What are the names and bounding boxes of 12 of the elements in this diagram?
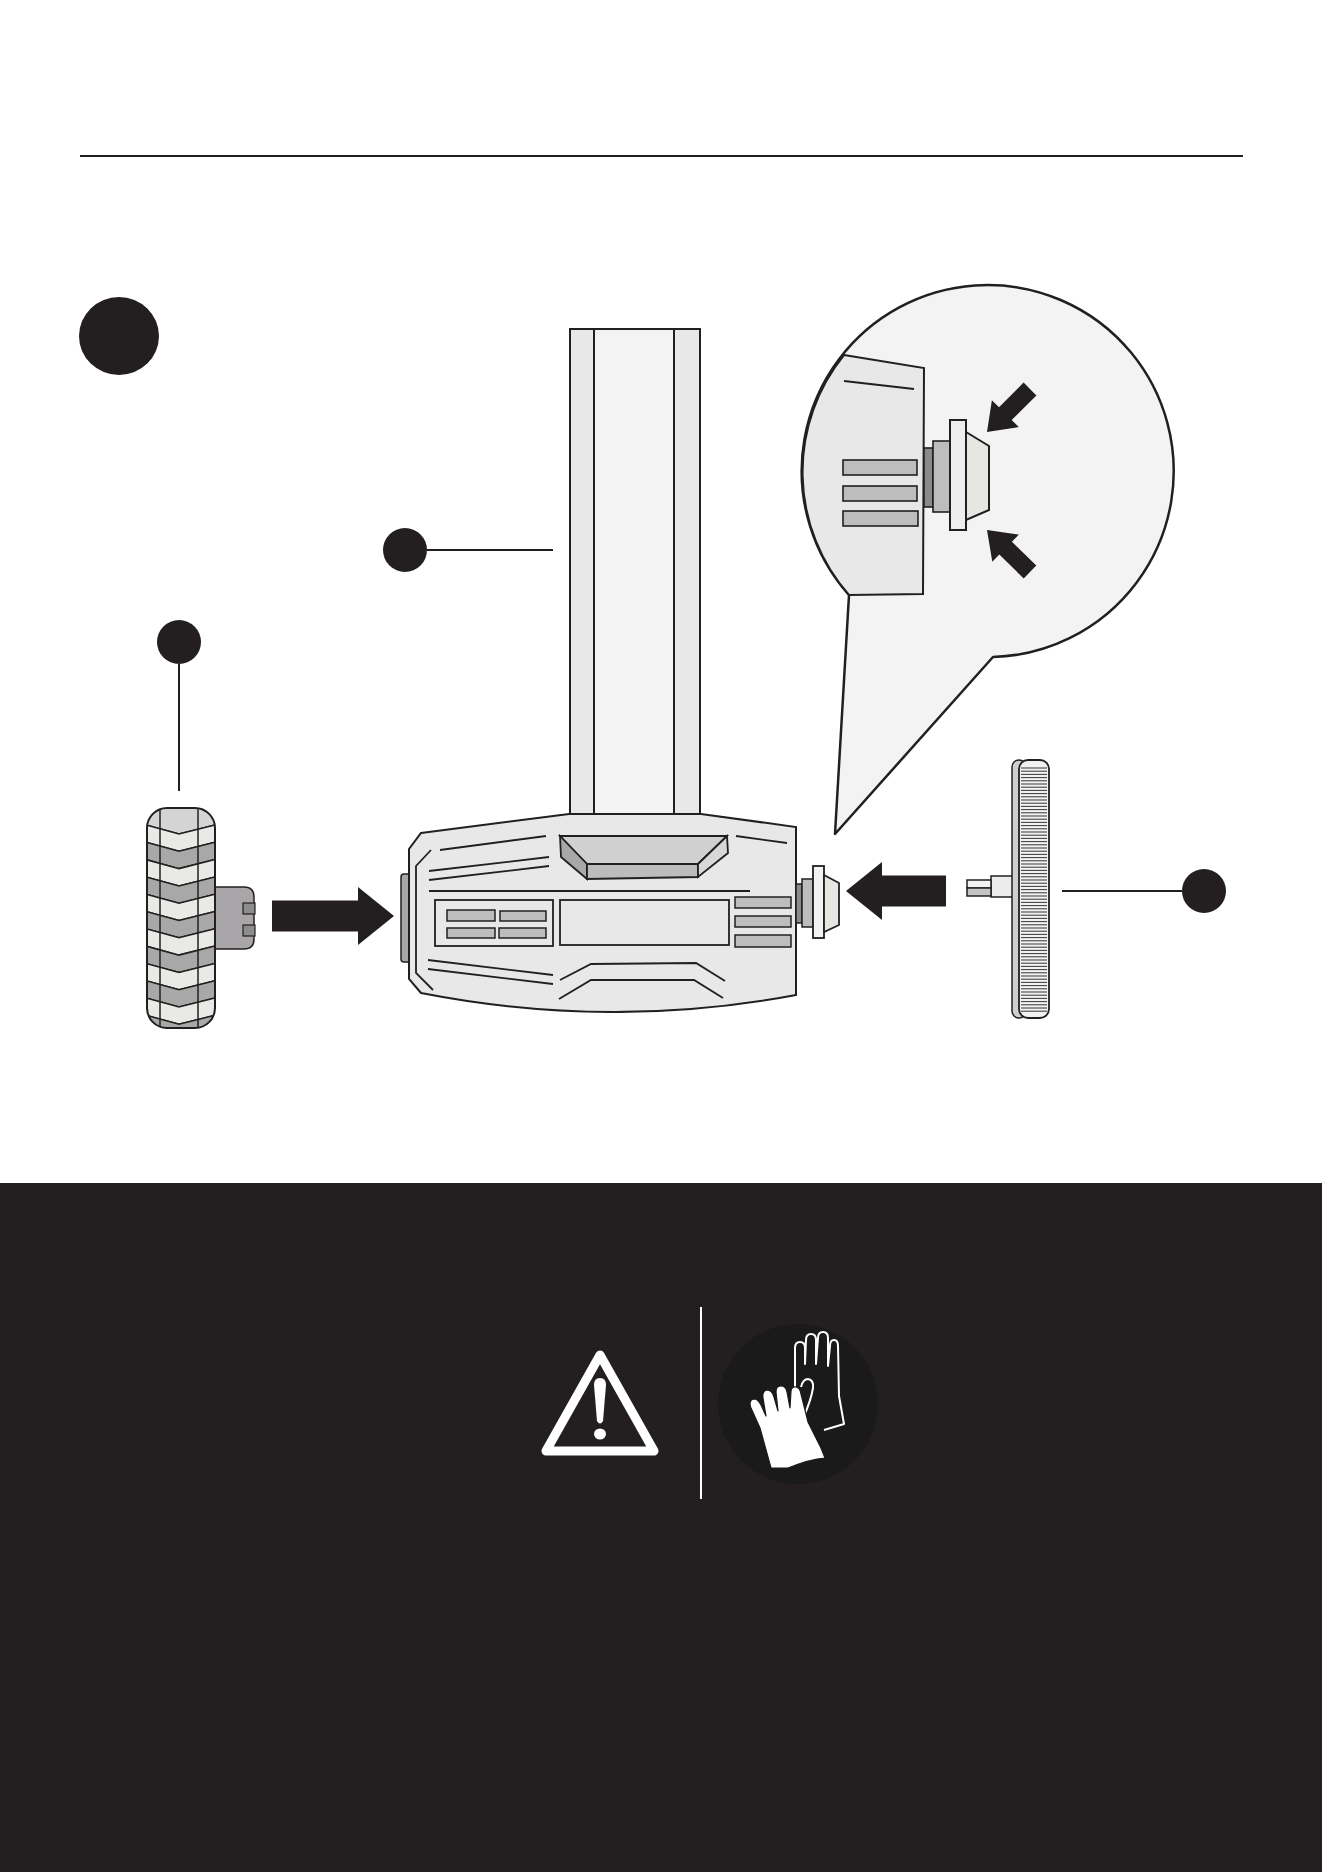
knurled-disc-drawing bbox=[966, 759, 1050, 1019]
tire-drawing bbox=[146, 807, 256, 1029]
callout-dot bbox=[383, 528, 427, 572]
tower-column-drawing bbox=[569, 328, 701, 813]
block-arrow bbox=[272, 887, 394, 945]
leader-line bbox=[426, 549, 554, 551]
leader-line bbox=[1061, 890, 1183, 892]
callout-dot bbox=[1182, 869, 1226, 913]
block-arrow bbox=[846, 862, 946, 920]
machine-body-drawing bbox=[400, 813, 840, 1013]
leader-line bbox=[178, 663, 180, 792]
callout-dot bbox=[157, 620, 201, 664]
